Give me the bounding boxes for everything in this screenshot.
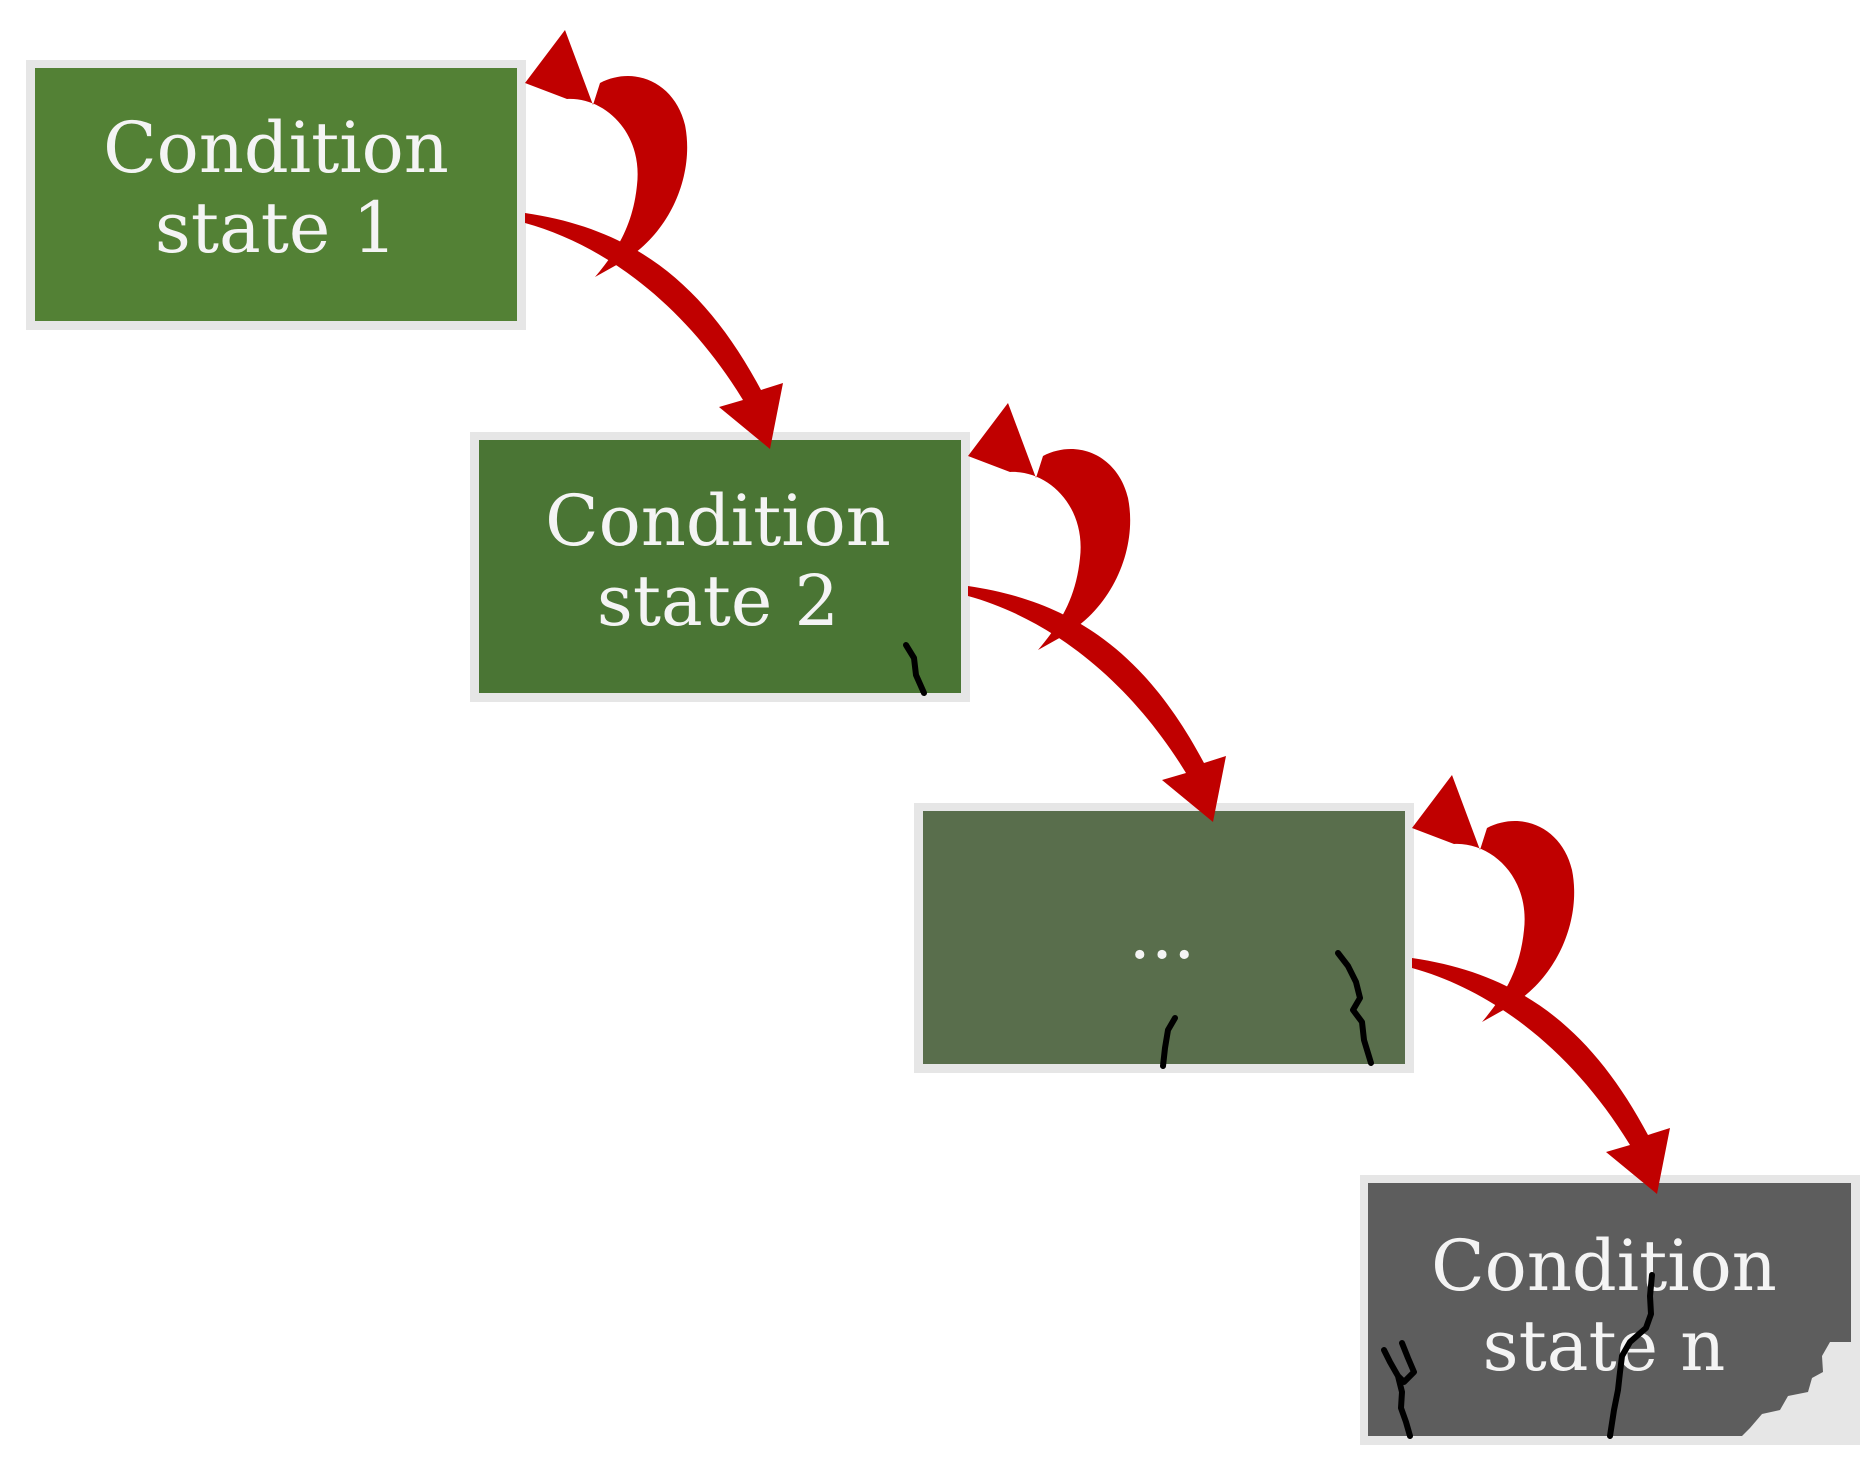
crack-icon — [1607, 1272, 1655, 1439]
crack-icon — [903, 642, 927, 696]
state-1-label-line1: Condition — [103, 107, 449, 189]
crack-icon — [1160, 1015, 1178, 1069]
state-2-box — [479, 440, 961, 693]
condition-state-n: Condition state n — [1360, 1175, 1860, 1445]
condition-state-2: Condition state 2 — [470, 432, 970, 702]
state-1-box — [35, 68, 517, 321]
crack-icon — [1335, 950, 1374, 1066]
state-2-label-line2: state 2 — [597, 560, 839, 642]
state-intermediate-box — [923, 811, 1405, 1064]
state-intermediate-label: ... — [1129, 893, 1196, 975]
state-n-label-line1: Condition — [1431, 1225, 1777, 1307]
condition-state-intermediate: ... — [914, 803, 1414, 1073]
state-n-box — [1368, 1183, 1851, 1436]
state-2-label-line1: Condition — [545, 480, 891, 562]
crack-icon — [1381, 1340, 1417, 1439]
curved-arrow-icon — [525, 30, 783, 449]
state-1-label-line2: state 1 — [155, 187, 397, 269]
curved-arrow-icon — [1412, 775, 1670, 1194]
state-n-label-line2: state n — [1483, 1305, 1726, 1387]
curved-arrow-icon — [968, 403, 1226, 822]
condition-state-1: Condition state 1 — [26, 60, 526, 330]
